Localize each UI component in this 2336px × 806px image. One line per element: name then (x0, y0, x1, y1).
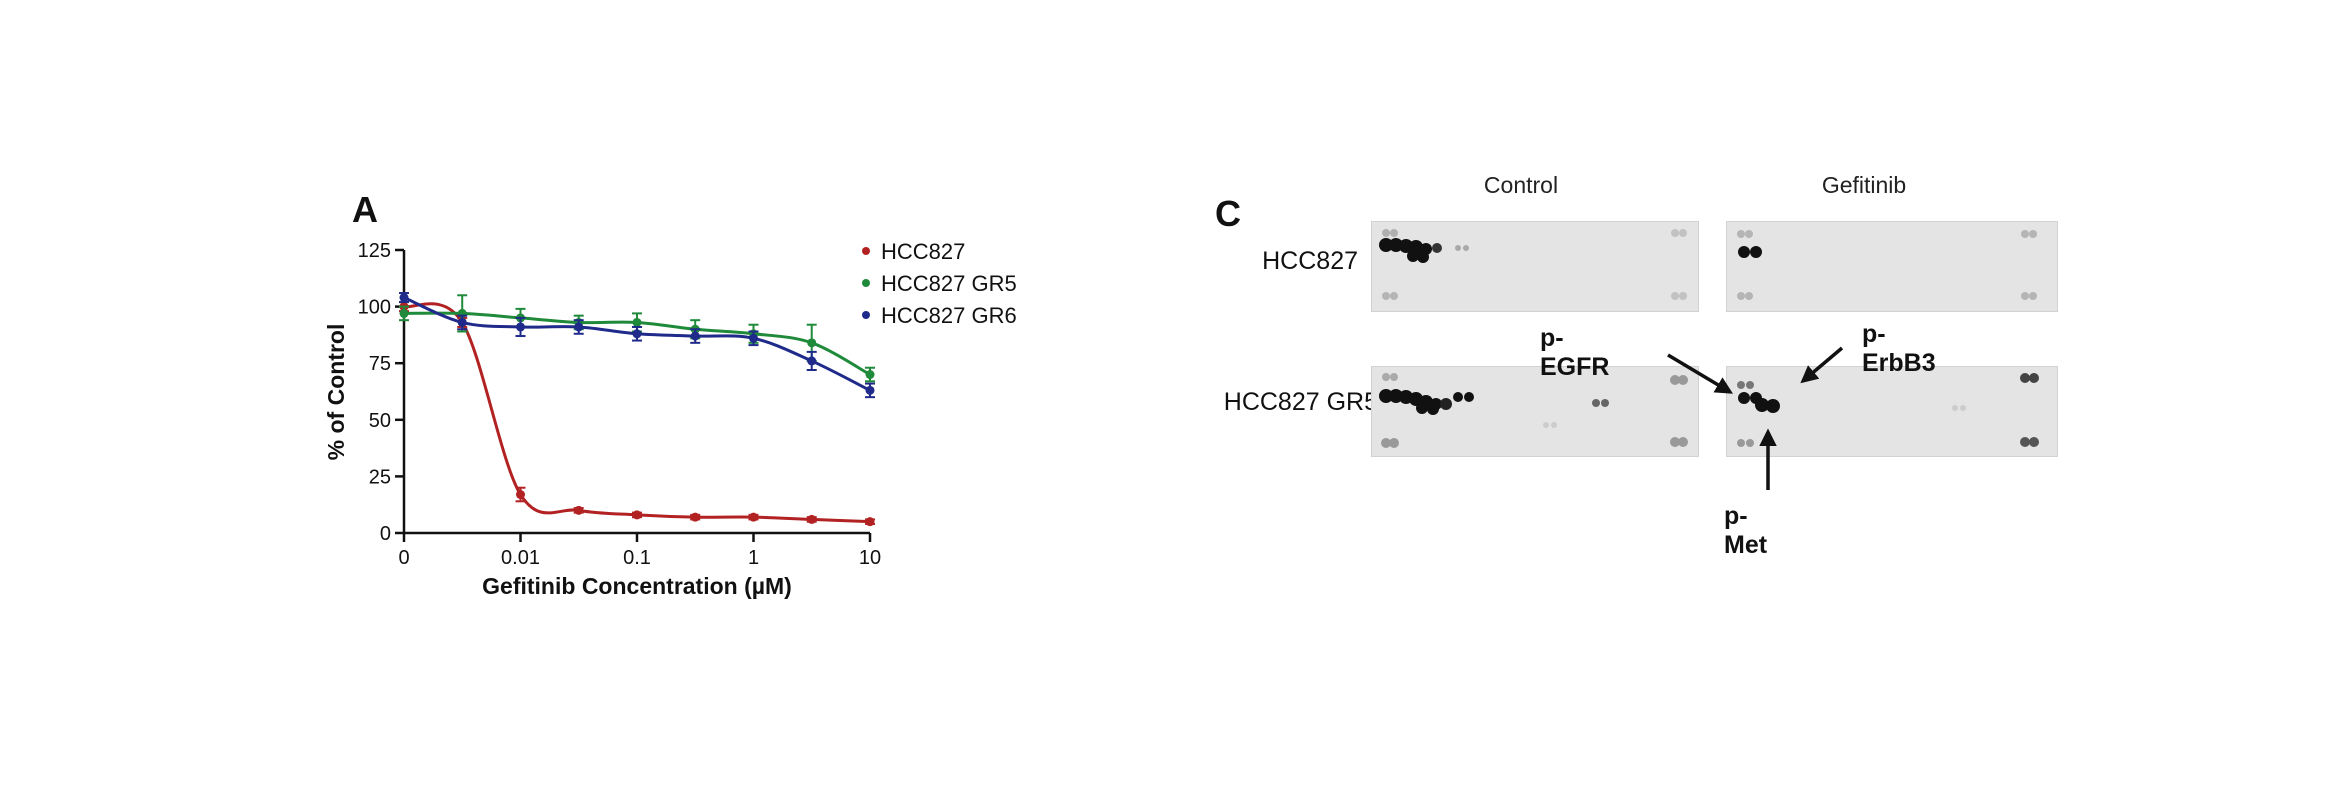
data-point (865, 385, 875, 395)
data-point (807, 338, 817, 348)
series-layer (399, 292, 875, 527)
y-tick-label: 100 (358, 297, 391, 319)
data-point (574, 505, 584, 515)
legend-marker (862, 279, 870, 287)
arrow-p-erbb3 (1800, 346, 1844, 384)
arrow-p-egfr (1667, 353, 1734, 394)
data-point (807, 514, 817, 524)
y-tick-label: 50 (369, 410, 391, 432)
data-point (749, 333, 758, 343)
data-point (632, 329, 642, 339)
data-point (865, 370, 875, 380)
data-point (516, 322, 525, 332)
label-p-met: p-Met (1724, 502, 1768, 559)
spots-hcc827-control (1379, 229, 1687, 300)
series-line (403, 302, 871, 524)
array-hcc827-control (1371, 221, 1699, 312)
array-gr5-gefitinib (1726, 366, 2058, 457)
data-point (749, 512, 758, 522)
x-tick-label: 0.1 (623, 547, 651, 569)
data-point (457, 317, 467, 327)
legend-label: HCC827 GR6 (881, 303, 1017, 328)
column-label-gefitinib: Gefitinib (1821, 172, 1907, 198)
data-point (632, 317, 642, 327)
legend-label: HCC827 GR5 (881, 271, 1017, 296)
panel-c-letter: C (1215, 193, 1241, 234)
data-point (399, 293, 409, 303)
legend-label: HCC827 (881, 239, 965, 264)
y-tick-label: 125 (358, 240, 391, 262)
column-label-control: Control (1483, 172, 1559, 198)
data-point (516, 490, 525, 500)
spots-hcc827-gefitinib (1737, 230, 2037, 300)
x-tick-label: 0 (398, 547, 409, 569)
x-axis-title: Gefitinib Concentration (µM) (482, 573, 792, 599)
row-label-hcc827-gr5: HCC827 GR5 (1223, 388, 1378, 416)
panel-a-letter: A (352, 189, 378, 230)
label-p-egfr: p-EGFR (1540, 324, 1610, 381)
data-point (865, 517, 875, 527)
label-p-erbb3: p-ErbB3 (1862, 320, 1936, 377)
data-point (690, 331, 700, 341)
legend-marker (862, 311, 870, 319)
y-tick-label: 25 (369, 466, 391, 488)
x-tick-label: 0.01 (501, 547, 540, 569)
row-label-hcc827: HCC827 (1262, 247, 1358, 275)
data-point (574, 322, 584, 332)
data-point (399, 308, 409, 318)
y-tick-label: 75 (369, 353, 391, 375)
y-tick-label: 0 (380, 523, 391, 545)
x-tick-label: 10 (859, 547, 881, 569)
array-hcc827-gefitinib (1726, 221, 2058, 312)
x-ticks: 0 0.01 0.1 1 10 (398, 533, 881, 569)
series-hcc827-gr6 (399, 292, 875, 399)
data-point (632, 510, 642, 520)
y-ticks: 0 25 50 75 100 125 (358, 240, 404, 545)
x-tick-label: 1 (748, 547, 759, 569)
data-point (807, 356, 817, 366)
y-axis-title: % of Control (323, 324, 349, 461)
data-point (690, 512, 700, 522)
legend-marker (862, 247, 870, 255)
spots-gr5-gefitinib (1737, 373, 2039, 447)
spots-gr5-control (1379, 373, 1688, 448)
